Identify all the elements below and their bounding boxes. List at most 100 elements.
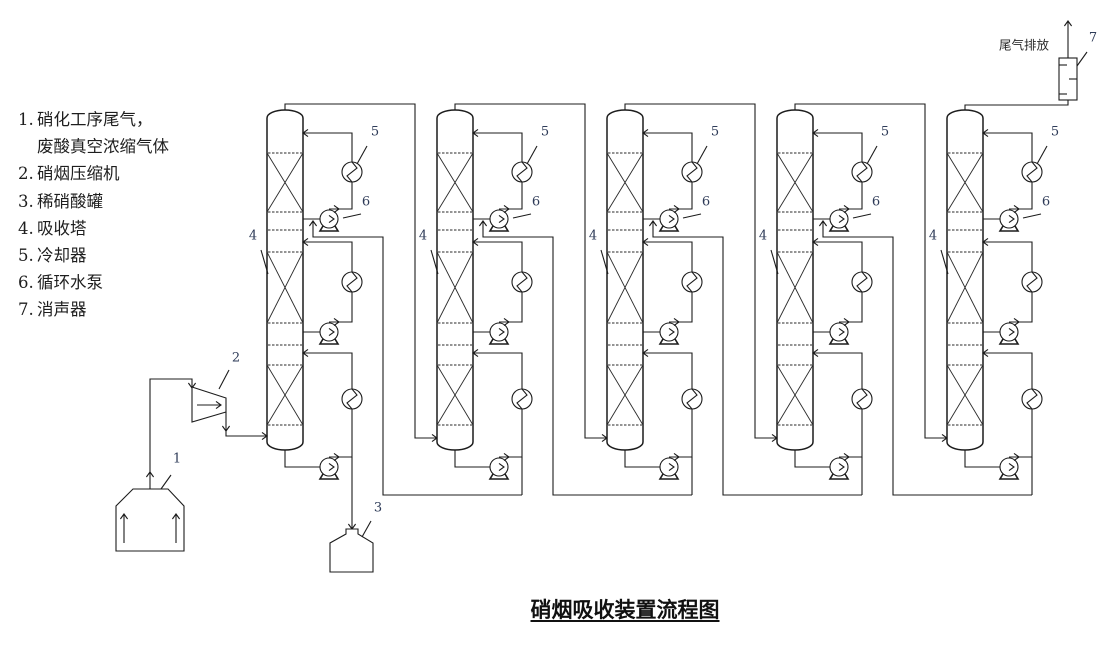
pump-discharge-pipe xyxy=(1009,292,1033,323)
circulation-loop-1 xyxy=(642,128,703,232)
packing-bed-cross xyxy=(776,364,814,426)
tower-number-label: 4 xyxy=(929,229,937,244)
pump-discharge-pipe xyxy=(669,409,693,458)
acid-counterflow-pipe xyxy=(312,222,522,496)
flow-arrow-icon xyxy=(843,317,850,327)
tower-number-label: 4 xyxy=(589,229,597,244)
legend-name: 吸收塔 xyxy=(37,218,87,238)
legend-name: 消声器 xyxy=(37,300,87,320)
source-number-label: 1 xyxy=(173,452,181,467)
flow-arrow-icon xyxy=(472,128,479,138)
packing-bed-cross xyxy=(606,152,644,213)
pump-discharge-pipe xyxy=(1009,409,1033,458)
pump-casing xyxy=(829,457,849,477)
legend-name: 废酸真空浓缩气体 xyxy=(37,137,169,157)
upflow-arrow-icon xyxy=(171,513,181,520)
flow-arrow-icon xyxy=(328,327,335,337)
cooler-number-label: 5 xyxy=(1051,125,1059,140)
flow-arrow-icon xyxy=(1013,204,1020,214)
pump-icon xyxy=(828,322,850,345)
leader-line xyxy=(600,249,609,275)
flow-arrow-icon xyxy=(812,128,819,138)
tail-gas-pipe xyxy=(964,100,1069,110)
legend-number: 4. xyxy=(18,218,34,238)
upflow-arrow-icon xyxy=(119,513,129,520)
circulation-loop-3 xyxy=(794,348,873,495)
tower-number-label: 4 xyxy=(249,229,257,244)
flow-arrow-icon xyxy=(1008,214,1015,224)
flow-arrow-icon xyxy=(673,452,680,462)
cooler-icon xyxy=(681,388,703,410)
pump-discharge-pipe xyxy=(1009,182,1033,210)
cooler-coil xyxy=(346,388,358,410)
absorption-tower-unit-5: 456 xyxy=(929,100,1069,495)
flow-arrow-icon xyxy=(145,471,155,478)
cooler-icon xyxy=(681,271,703,293)
circulation-loop-1 xyxy=(302,128,363,232)
flow-arrow-icon xyxy=(1008,327,1015,337)
flow-arrow-icon xyxy=(221,425,231,432)
pump-casing xyxy=(999,209,1019,229)
flow-arrow-icon xyxy=(333,452,340,462)
packing-bed-cross xyxy=(266,364,304,426)
pump-base xyxy=(318,338,340,345)
pump-base xyxy=(658,338,680,345)
gas-transfer-pipe xyxy=(284,103,437,439)
legend-name: 硝烟压缩机 xyxy=(37,164,120,184)
flow-arrow-icon xyxy=(261,431,268,441)
legend-item-6: 6.循环水泵 xyxy=(18,269,169,296)
flow-arrow-icon xyxy=(478,220,488,227)
flow-arrow-icon xyxy=(302,128,309,138)
legend-number: 3. xyxy=(18,191,34,211)
flow-arrow-icon xyxy=(982,128,989,138)
pump-icon xyxy=(998,322,1020,345)
cooler-icon xyxy=(511,161,533,183)
flow-arrow-icon xyxy=(838,214,845,224)
legend-item-7: 7.消声器 xyxy=(18,296,169,323)
cooler-number-label: 5 xyxy=(711,125,719,140)
liquid-return-pipe xyxy=(303,132,353,162)
flow-arrow-icon xyxy=(328,462,335,472)
pump-discharge-pipe xyxy=(669,292,693,323)
leader-line xyxy=(1022,213,1042,219)
dilute-nitric-acid-tank: 3 xyxy=(329,501,382,573)
pump-icon xyxy=(318,322,340,345)
pump-casing xyxy=(659,457,679,477)
acid-counterflow-pipe xyxy=(482,222,692,496)
cooler-coil xyxy=(346,161,358,183)
cooler-coil xyxy=(686,271,698,293)
compressed-gas-pipe xyxy=(225,412,267,437)
circulation-loop-2 xyxy=(642,237,703,345)
compressor-number-label: 2 xyxy=(232,351,240,366)
liquid-return-pipe xyxy=(983,241,1033,272)
cooler-coil xyxy=(1026,271,1038,293)
liquid-return-pipe xyxy=(473,241,523,272)
cooler-coil xyxy=(516,388,528,410)
liquid-return-pipe xyxy=(813,241,863,272)
flow-arrow-icon xyxy=(642,348,649,358)
packing-bed-cross xyxy=(606,251,644,324)
cooler-icon xyxy=(511,271,533,293)
pump-icon xyxy=(658,322,680,345)
pump-discharge-pipe xyxy=(499,292,523,323)
cooler-coil xyxy=(686,388,698,410)
tower-bottom-outlet-pipe xyxy=(624,450,673,468)
tail-gas-source: 1 xyxy=(115,378,197,552)
cooler-icon xyxy=(341,388,363,410)
pump-icon xyxy=(998,209,1020,232)
pump-base xyxy=(488,338,510,345)
cooler-coil xyxy=(856,388,868,410)
legend-name: 硝化工序尾气， xyxy=(37,110,153,129)
liquid-return-pipe xyxy=(473,352,523,389)
leader-line xyxy=(696,145,708,165)
cooler-icon xyxy=(341,271,363,293)
flow-arrow-icon xyxy=(838,462,845,472)
cooler-icon xyxy=(511,388,533,410)
pump-number-label: 6 xyxy=(872,195,880,210)
pump-casing xyxy=(489,209,509,229)
liquid-return-pipe xyxy=(303,241,353,272)
flow-arrow-icon xyxy=(838,327,845,337)
compressor-arrow-icon xyxy=(215,400,222,410)
packing-bed-cross xyxy=(606,364,644,426)
